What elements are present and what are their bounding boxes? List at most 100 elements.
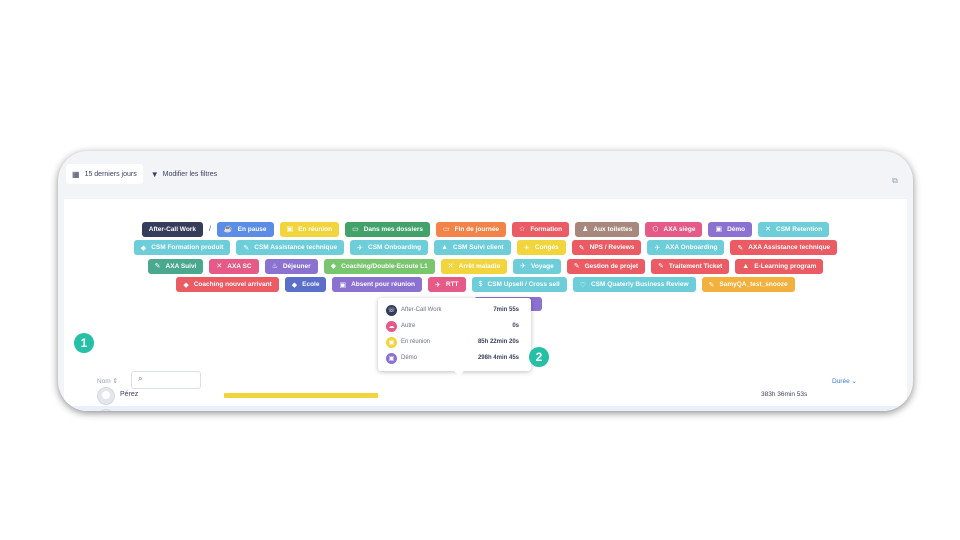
status-tag[interactable]: ✎NPS / Reviews [571, 240, 642, 255]
tooltip-value: 298h 4min 45s [477, 355, 519, 361]
status-icon: ◆ [291, 281, 298, 289]
status-icon: ▣ [286, 226, 294, 233]
status-tag[interactable]: ◆ CSM Formation produit [133, 240, 231, 255]
status-tag[interactable]: ◆Ecole [284, 277, 327, 292]
status-tag[interactable]: ▲ CSM Suivi client [434, 240, 511, 255]
modify-filters-label: Modifier les filtres [162, 170, 218, 178]
status-icon: ✈ [520, 263, 527, 270]
status-tag-label: After-Call Work [148, 225, 196, 233]
status-tag[interactable]: ✈AXA Onboarding [647, 240, 725, 255]
status-tag[interactable]: $CSM Upsell / Cross sell [471, 277, 567, 292]
status-tag[interactable]: ☆ Formation [512, 221, 570, 237]
filter-toolbar: ▦ 15 derniers jours ▼ Modifier les filtr… [66, 163, 217, 185]
name-column-header[interactable]: Nom ⇕ [97, 378, 118, 385]
status-tag-label: Formation [530, 225, 563, 233]
activity-bar-segment[interactable] [224, 393, 378, 398]
status-icon: ☀ [523, 244, 530, 252]
status-tag[interactable]: After-Call Work [141, 221, 203, 237]
agent-name: Pérez [120, 391, 139, 398]
status-tag[interactable]: ✕AXA SC [209, 258, 259, 274]
status-icon: ▣ [715, 226, 723, 233]
status-icon: ✎ [573, 263, 580, 270]
status-tag[interactable]: ✎CSM Assistance technique [236, 240, 345, 255]
status-tag-label: Arrêt maladie [458, 262, 501, 270]
status-icon: ✎ [658, 263, 664, 270]
status-tag[interactable]: ⬡AXA siège [645, 221, 703, 237]
status-tag[interactable]: ✎Gestion de projet [566, 258, 646, 274]
tooltip-label: Autre [401, 323, 416, 329]
status-icon: ☕ [223, 226, 233, 233]
status-icon: ✎ [154, 263, 161, 270]
status-icon: ✎ [737, 244, 744, 252]
status-tag[interactable]: ✕CSM Retention [758, 221, 830, 237]
tooltip-label: Démo [401, 355, 418, 361]
status-tag[interactable]: ✕Arrêt maladie [440, 258, 508, 274]
status-icon: ▲ [441, 244, 449, 251]
status-tag-label: Traitement Ticket [668, 262, 723, 270]
table-row[interactable]: Hobbs383h 35min [64, 406, 907, 411]
columns-settings-icon[interactable]: ⧉ [892, 176, 898, 185]
status-tag-label: Dans mes dossiers [363, 225, 423, 233]
status-tag[interactable]: ✎AXA Suivi [147, 258, 204, 274]
status-tag-label: CSM Retention [776, 225, 823, 233]
status-tag[interactable]: ♡CSM Quaterly Business Review [572, 277, 696, 292]
status-tag[interactable]: ☀ Congés [516, 240, 566, 255]
status-icon: ♡ [579, 281, 586, 289]
status-tag-label: Absent pour réunion [351, 281, 416, 288]
tooltip-status-icon: ▣ [386, 352, 397, 364]
status-tag[interactable]: ✈CSM Onboarding [350, 240, 429, 255]
status-tag[interactable]: ▣Démo [708, 221, 753, 237]
status-tag-label: CSM Formation produit [151, 244, 224, 251]
status-tag[interactable]: ✎ AXA Assistance technique [730, 240, 838, 255]
tooltip-status-icon: ▣ [386, 336, 397, 348]
status-icon: ◆ [183, 281, 189, 289]
status-tag[interactable]: ▭ Dans mes dossiers [345, 221, 430, 237]
status-icon: ▭ [352, 226, 359, 233]
table-row[interactable]: Pérez 383h 36min 53s [64, 384, 907, 406]
status-icon: ◆ [140, 244, 147, 252]
status-tag[interactable]: ♨Déjeuner [264, 258, 318, 274]
status-tag[interactable]: ▣Absent pour réunion [332, 277, 423, 292]
avatar [97, 409, 115, 411]
status-icon: $ [478, 281, 483, 288]
status-tag[interactable]: ▭Fin de journée [436, 221, 507, 237]
status-tag-label: Coaching nouvel arrivant [193, 281, 272, 288]
activity-bar[interactable] [224, 393, 736, 398]
status-tag[interactable]: ◆ Coaching nouvel arrivant [176, 277, 279, 292]
status-tag[interactable]: ✈Voyage [513, 258, 561, 274]
status-icon: ♨ [271, 263, 278, 270]
status-tag[interactable]: ✈RTT [428, 277, 466, 292]
search-icon: ⌕ [138, 374, 143, 383]
date-range-button[interactable]: ▦ 15 derniers jours [66, 164, 143, 184]
status-icon: ✎ [708, 281, 715, 289]
tooltip-value: 7min 55s [493, 307, 519, 313]
status-tag-label: AXA Onboarding [665, 244, 718, 251]
status-icon: ✎ [578, 244, 585, 252]
status-tag-label: Congés [534, 244, 559, 251]
total-duration: 383h 36min 53s [761, 391, 808, 398]
status-tag[interactable]: ✎ SamyQA_test_snooze [701, 277, 795, 292]
status-tag-label: SamyQA_test_snooze [719, 281, 788, 288]
status-tag-label: RTT [445, 281, 459, 288]
status-tag-label: En pause [237, 225, 267, 233]
status-tag-label: CSM Assistance technique [254, 244, 338, 251]
modify-filters-button[interactable]: ▼ Modifier les filtres [151, 170, 217, 179]
search-input[interactable]: ⌕ [131, 371, 201, 389]
status-tag[interactable]: ☕ En pause [216, 221, 274, 237]
status-tag-label: AXA Assistance technique [748, 244, 831, 251]
date-range-label: 15 derniers jours [84, 170, 137, 178]
status-tag[interactable]: ▣En réunion [279, 221, 340, 237]
status-tag[interactable]: ♟Aux toilettes [575, 221, 640, 237]
step-marker-2: 2 [529, 347, 549, 367]
avatar [97, 387, 115, 405]
status-icon: ☆ [519, 226, 526, 233]
legend-row: ◆CSM Formation produit✎CSM Assistance te… [64, 240, 907, 256]
status-tag[interactable]: ▲E-Learning program [735, 258, 824, 274]
status-tag[interactable]: ✎ Traitement Ticket [651, 258, 730, 274]
duration-column-header[interactable]: Durée ⌄ [832, 378, 857, 385]
status-tag-label: CSM Suivi client [453, 244, 504, 251]
status-tag[interactable]: ◆Coaching/Double-Ecoute L1 [323, 258, 435, 274]
